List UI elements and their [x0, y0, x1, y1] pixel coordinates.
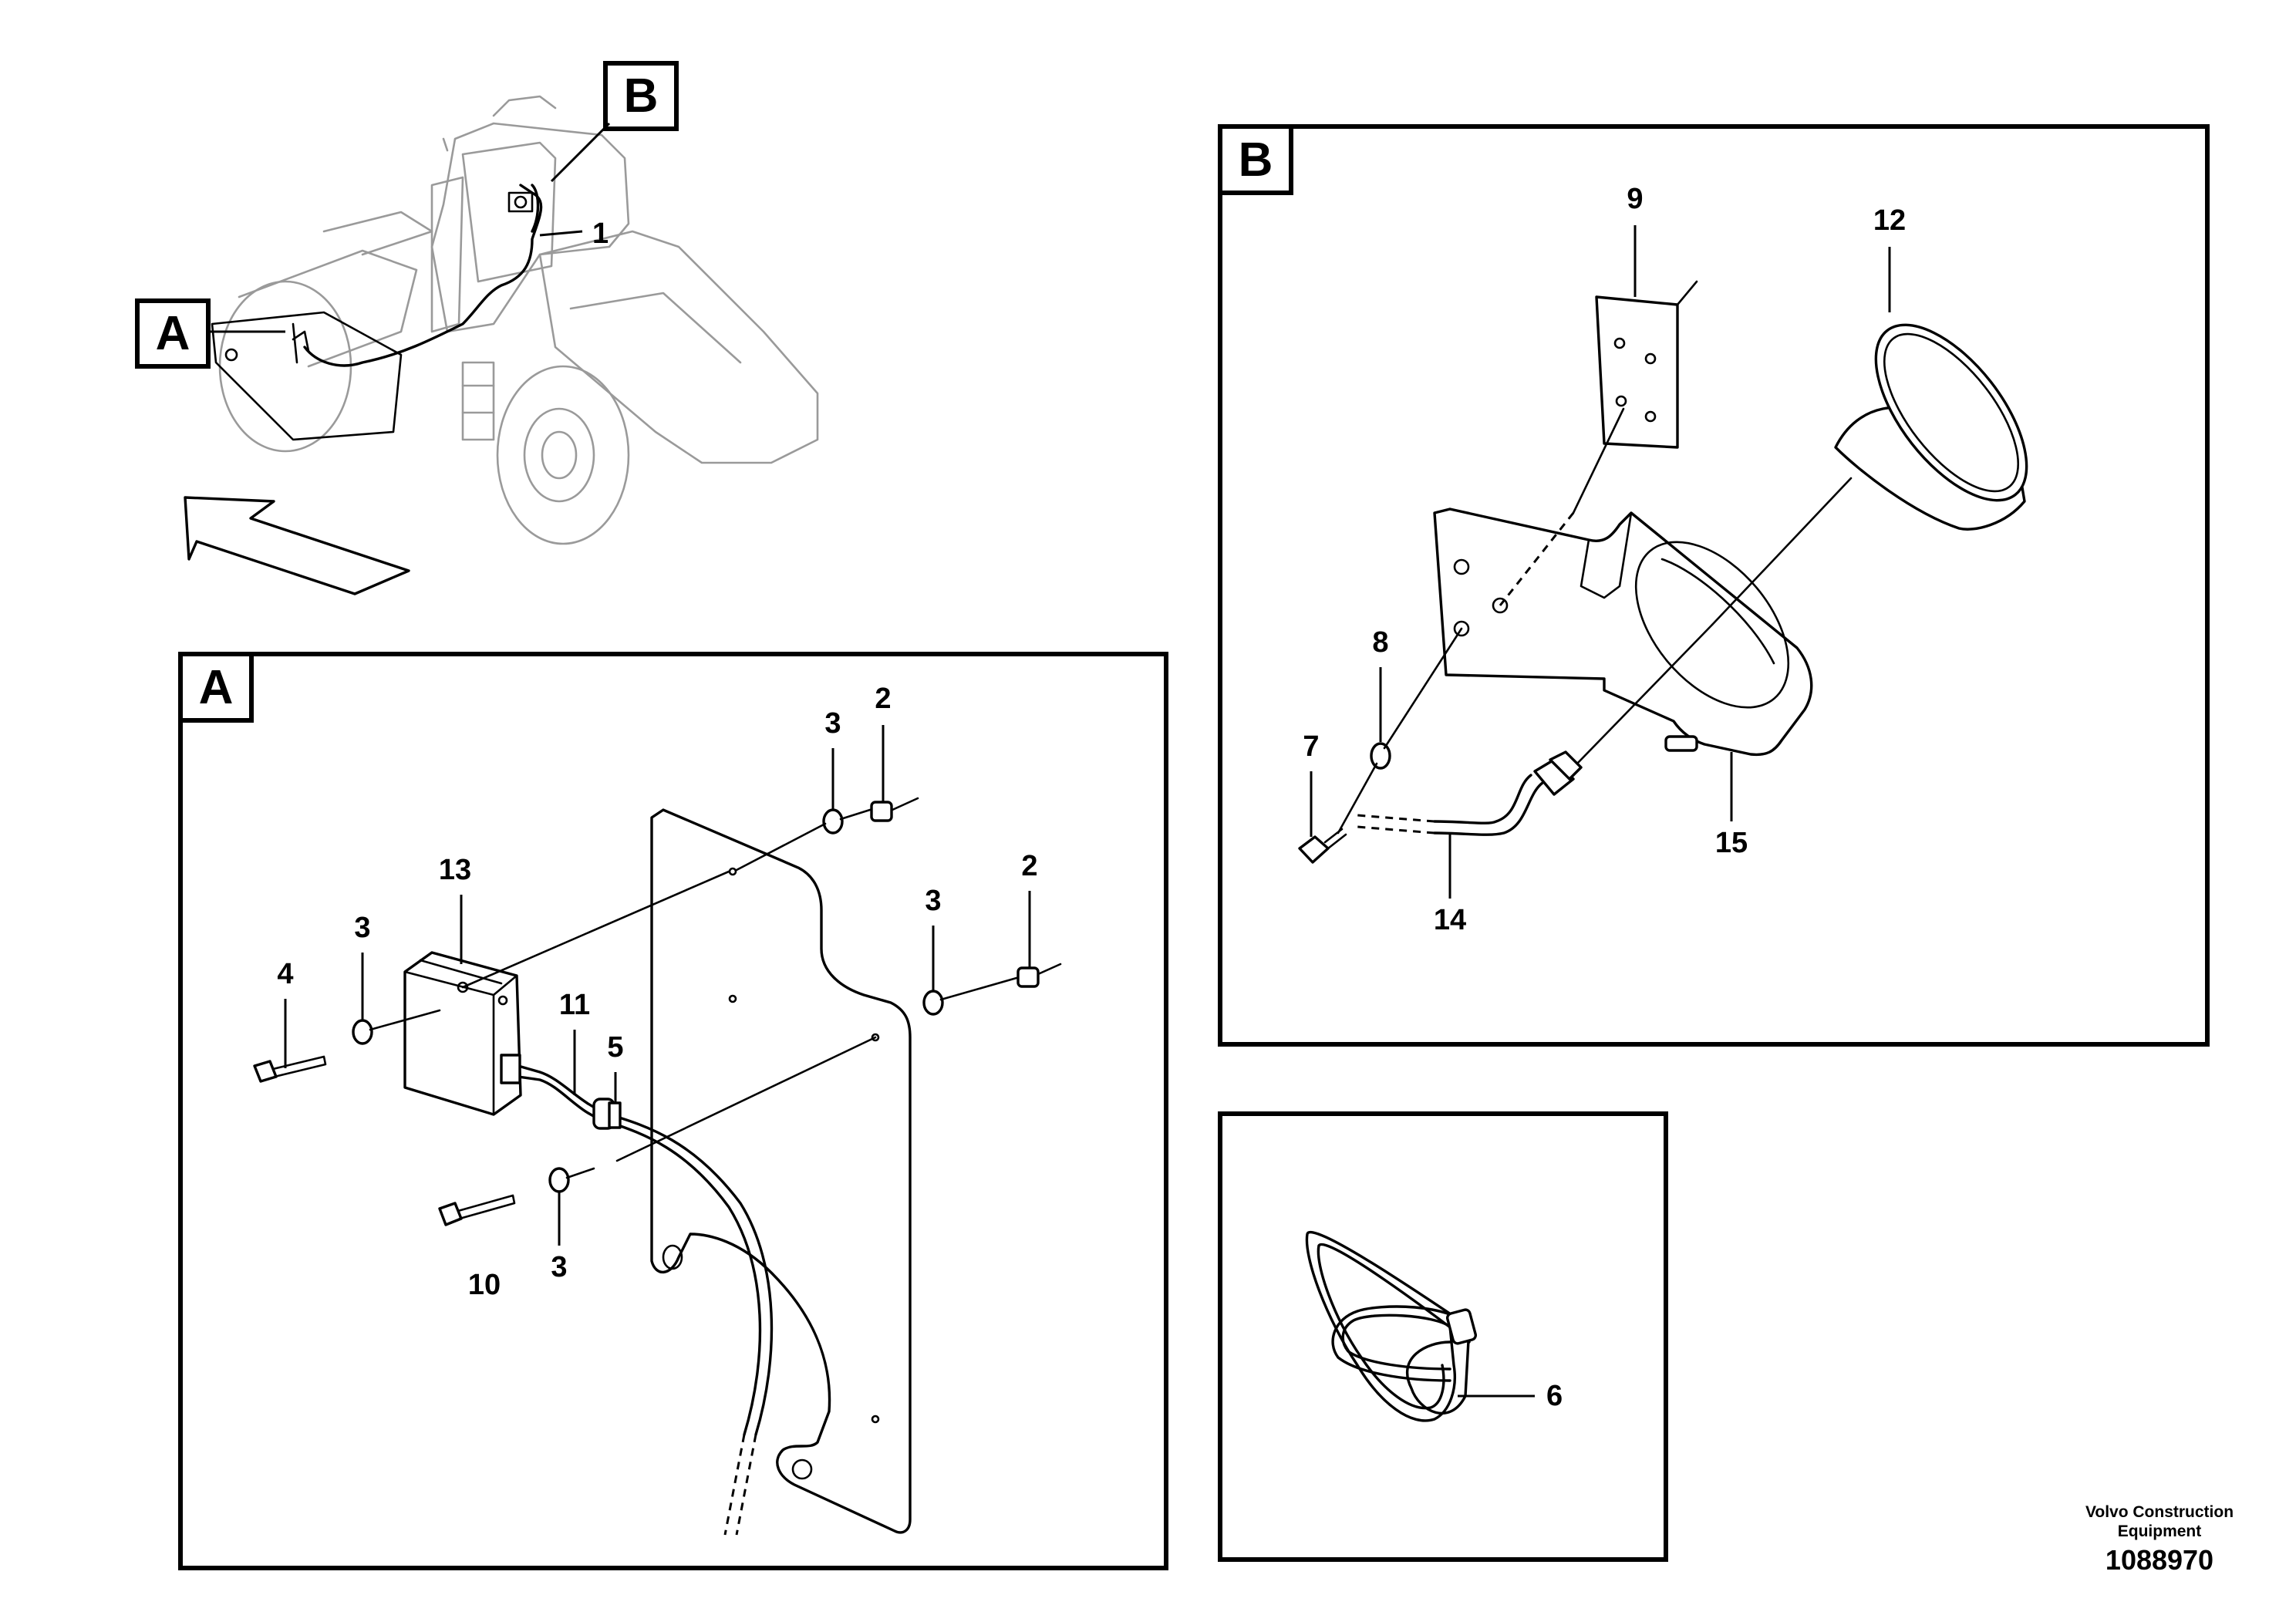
washer-3-c [822, 808, 844, 835]
detail-a-panel: A [178, 652, 1168, 1570]
gauge [1834, 323, 2028, 531]
callout-a-box: A [135, 298, 211, 369]
item-12: 12 [1873, 204, 1906, 237]
item-7: 7 [1303, 730, 1319, 763]
washer-3-a [352, 1019, 373, 1045]
item-9: 9 [1627, 183, 1643, 215]
washer-3-b [548, 1167, 570, 1193]
control-unit [403, 951, 522, 1116]
item-8: 8 [1372, 626, 1388, 659]
item-3-bottom: 3 [551, 1251, 567, 1283]
sensor-cable [500, 1054, 774, 1536]
item-14: 14 [1434, 904, 1466, 936]
item-4: 4 [277, 958, 293, 990]
bolt-10 [438, 1194, 516, 1226]
gauge-bracket [1433, 508, 1813, 757]
item-11: 11 [559, 989, 590, 1021]
cable-tie [1305, 1231, 1478, 1422]
item-15: 15 [1715, 827, 1748, 859]
item-2-right: 2 [1021, 850, 1037, 882]
detail-b-tag: B [1239, 133, 1273, 187]
company-name-line1: Volvo Construction [2085, 1503, 2234, 1521]
spacer-plate [1595, 280, 1698, 449]
detail-c-panel: 6 [1218, 1111, 1668, 1562]
item-3-right: 3 [925, 885, 941, 917]
washer-3-d [922, 990, 944, 1016]
callout-b-box: B [603, 61, 679, 131]
callout-b-label: B [624, 69, 659, 123]
detail-b-panel: B [1218, 124, 2210, 1047]
mounting-plate [650, 808, 912, 1534]
nut-2-a [870, 801, 893, 822]
detail-a-tag: A [199, 661, 234, 714]
drawing-number: 1088970 [2106, 1544, 2213, 1576]
item-6: 6 [1546, 1380, 1563, 1412]
overview-item-1: 1 [592, 218, 609, 250]
washer-8 [1370, 742, 1391, 770]
item-13: 13 [439, 854, 471, 886]
machine-overview [208, 95, 819, 545]
item-3-left: 3 [354, 912, 370, 944]
callout-a-label: A [156, 307, 190, 360]
drawing-footer: Volvo Construction Equipment 1088970 [2085, 1503, 2234, 1576]
view-direction-arrow [184, 496, 410, 595]
nut-2-b [1017, 966, 1040, 988]
screw-7 [1298, 828, 1347, 864]
item-10: 10 [468, 1269, 501, 1301]
bolt-4 [253, 1055, 327, 1083]
item-5: 5 [607, 1031, 623, 1064]
gauge-cable [1357, 750, 1583, 836]
item-2-top: 2 [875, 683, 891, 715]
item-3-top: 3 [824, 707, 841, 740]
company-name-line2: Equipment [2118, 1523, 2202, 1540]
